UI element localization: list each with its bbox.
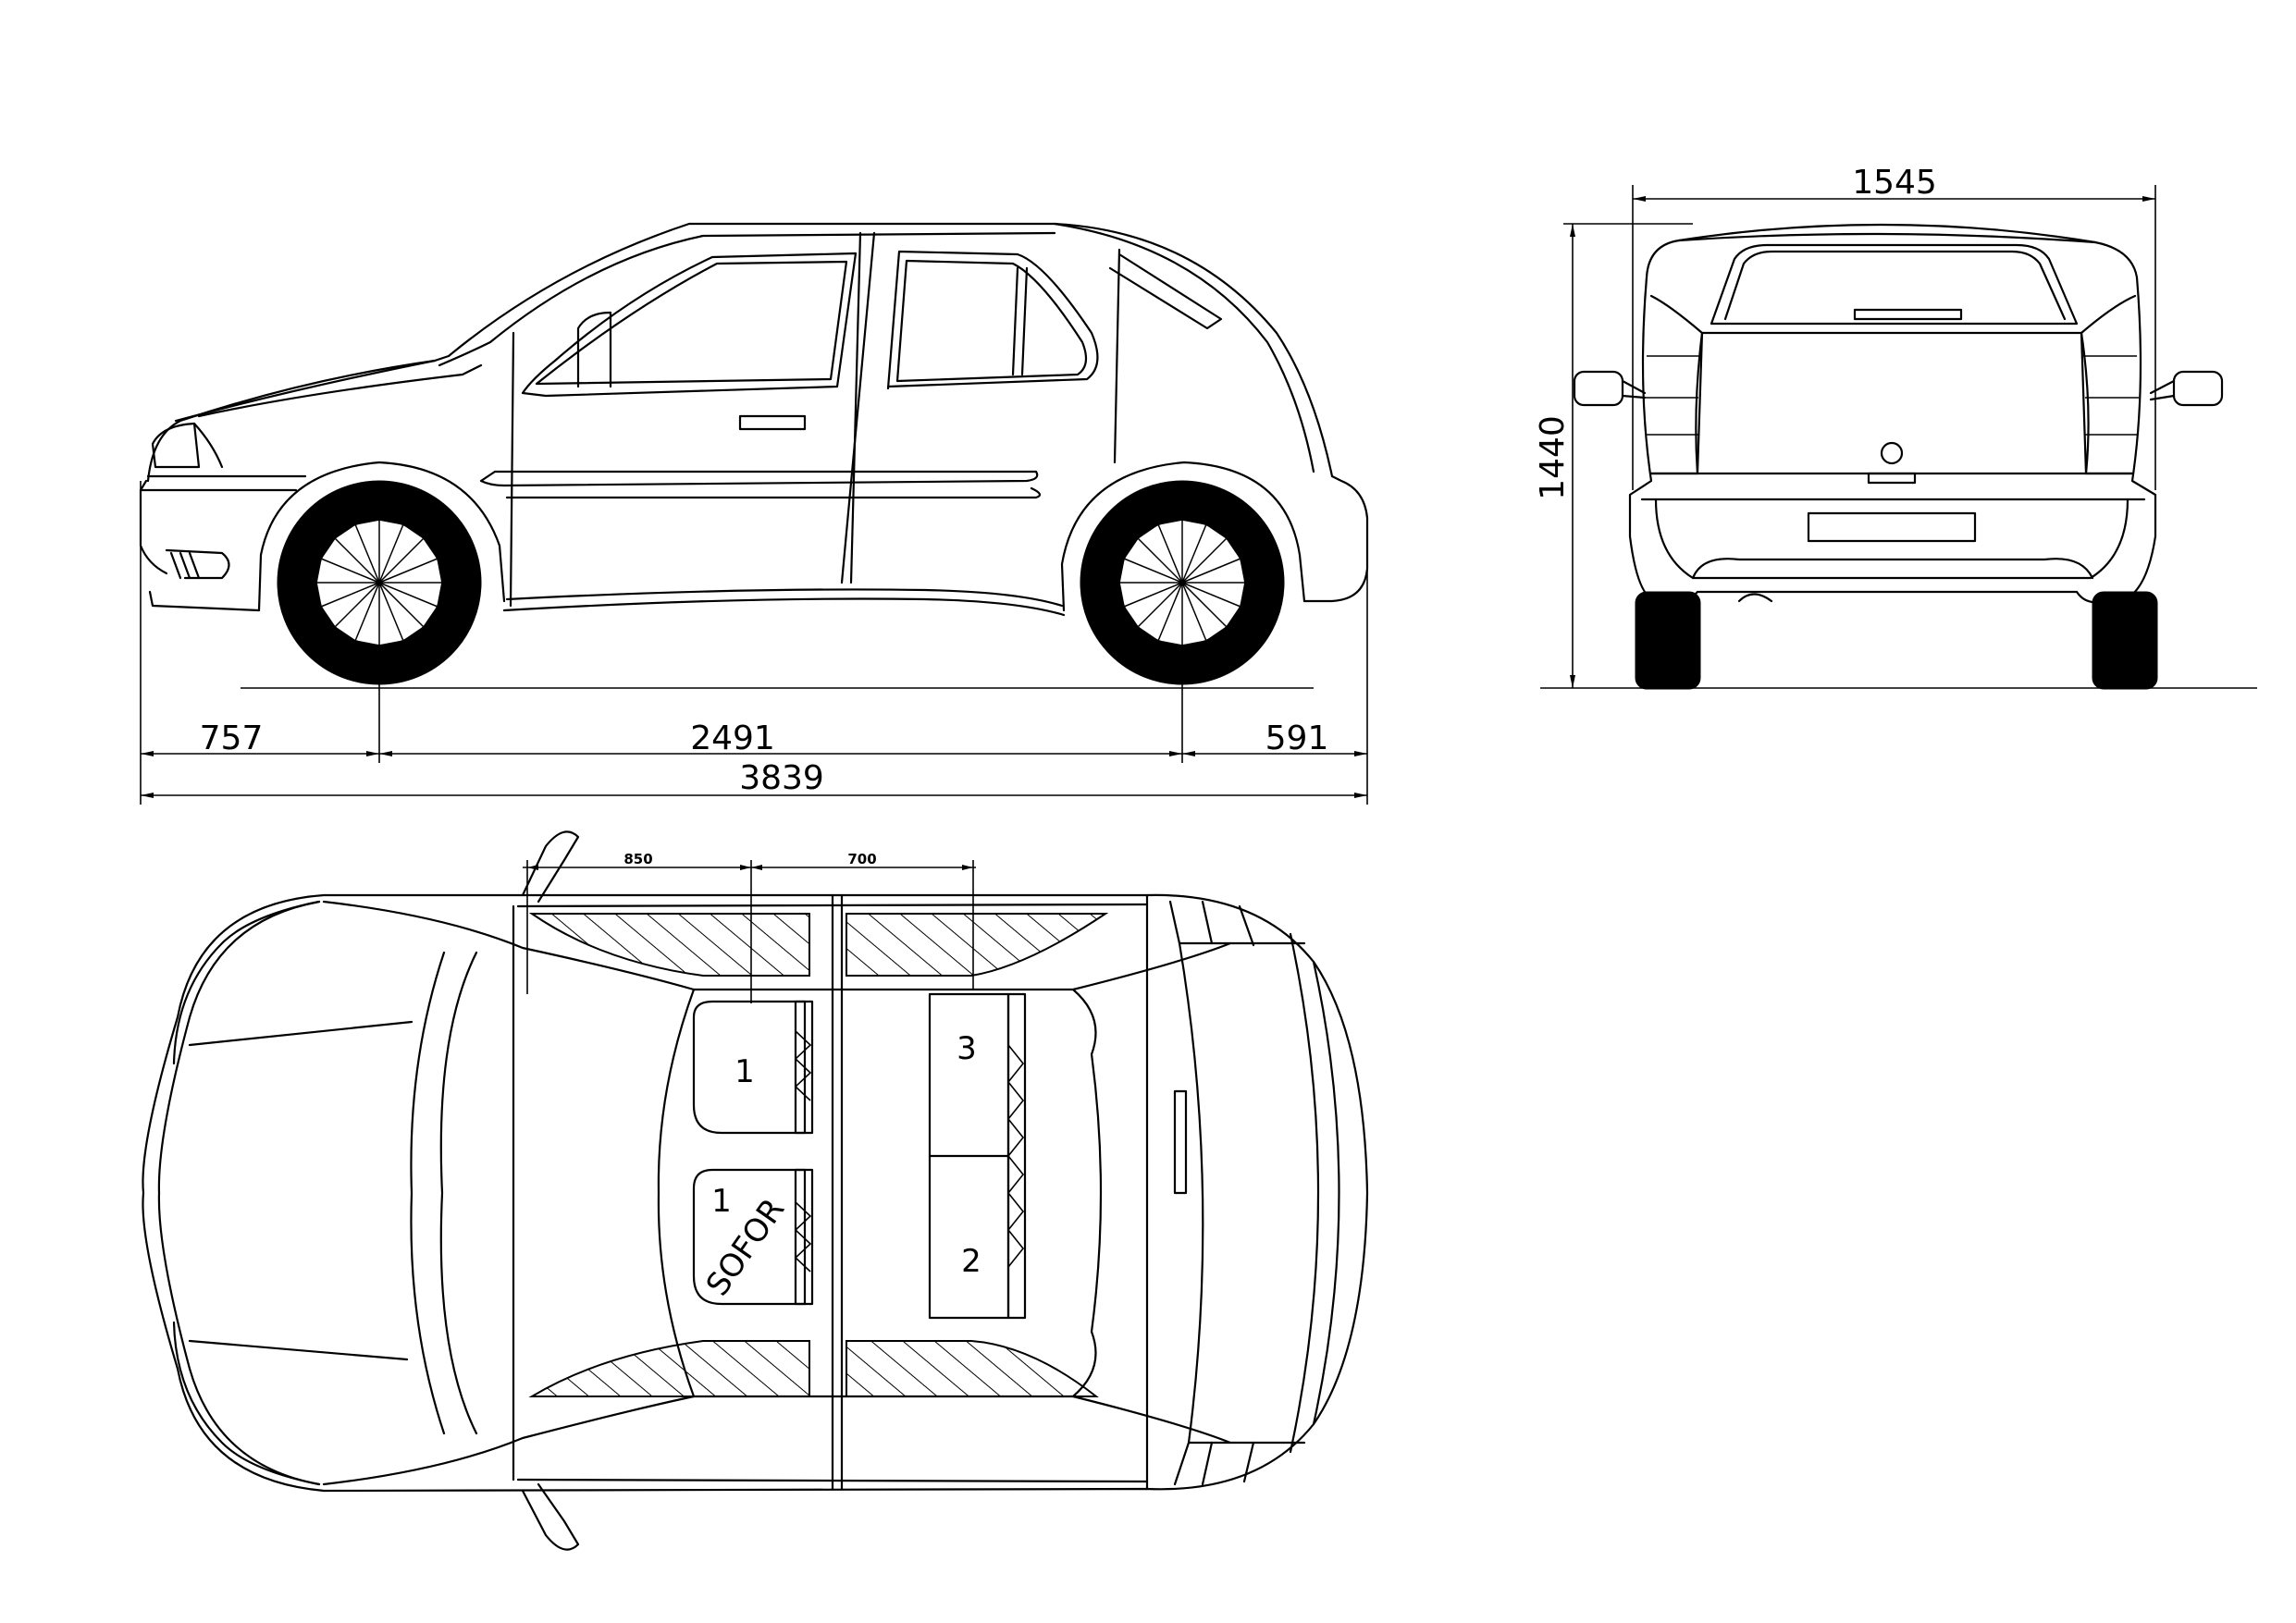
dim-overall-height: 1440 <box>1534 415 1572 500</box>
front-side-window <box>521 252 858 398</box>
rear-view: 1545 1440 <box>1534 164 2257 690</box>
seat-rear-right-number: 3 <box>957 1030 977 1067</box>
top-window-front-right <box>528 913 810 977</box>
seat-front-passenger-number: 1 <box>734 1053 755 1090</box>
rear-dimensions: 1545 1440 <box>1534 164 2156 688</box>
dim-front-overhang: 757 <box>200 719 264 757</box>
top-window-rear-right <box>846 913 1109 977</box>
top-body-outline <box>142 893 1369 1493</box>
seat-rear-left-number: 2 <box>961 1243 981 1280</box>
dim-overall-width: 1545 <box>1852 164 1937 202</box>
rear-body-outline <box>1628 232 2157 604</box>
seat-rear: 3 2 <box>928 992 1027 1320</box>
seat-driver-number: 1 <box>711 1183 732 1220</box>
rear-window <box>1710 243 2079 326</box>
dim-overall-length: 3839 <box>739 759 824 797</box>
seat-front-passenger: 1 <box>692 1000 814 1135</box>
rear-side-window <box>886 250 1099 390</box>
seat-dimensions: 850 700 <box>523 851 976 1003</box>
dim-seat-rear: 700 <box>847 851 876 867</box>
side-dimensions: 757 2491 591 3839 <box>140 481 1368 805</box>
side-view: 757 2491 591 3839 <box>139 222 1369 805</box>
dim-seat-front: 850 <box>623 851 652 867</box>
dim-rear-overhang: 591 <box>1265 719 1329 757</box>
rear-wheel <box>1080 480 1285 685</box>
seat-driver: 1 SOFOR <box>692 1168 814 1306</box>
top-window-front-left <box>528 1340 810 1397</box>
side-body-outline <box>146 222 1369 603</box>
top-window-rear-left <box>846 1340 1099 1397</box>
top-view: 1 1 SOFOR 3 2 850 700 <box>142 830 1369 1551</box>
dim-wheelbase: 2491 <box>690 719 775 757</box>
front-wheel <box>277 480 482 685</box>
